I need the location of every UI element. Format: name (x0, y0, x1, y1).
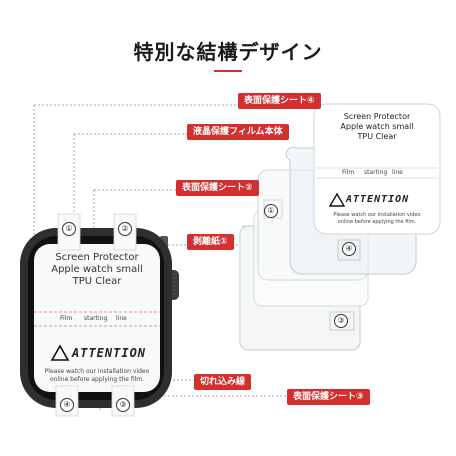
label-cut-line: 切れ込み線 (194, 374, 252, 390)
number-3-badge: ③ (116, 398, 130, 412)
card-starting-label: starting (364, 169, 388, 176)
label-surface-sheet-3: 表面保護シート③ (287, 389, 370, 405)
card-text-line1: Screen Protector (343, 112, 411, 121)
card-text-line3: TPU Clear (357, 132, 397, 141)
watch-text-line2: Apple watch small (51, 264, 143, 275)
watch-line-label: line (116, 315, 127, 322)
card-note-line2: online before applying the film. (337, 219, 417, 225)
watch-note-line2: online before applying the film. (49, 376, 145, 383)
label-release-paper-1: 剥離紙① (187, 234, 234, 250)
label-surface-sheet-2: 表面保護シート② (176, 180, 259, 196)
page-title: 特別な結構デザイン (133, 40, 323, 64)
card-line-label: line (392, 169, 403, 176)
watch-text-line3: TPU Clear (72, 276, 122, 287)
card-text-line2: Apple watch small (340, 122, 414, 131)
watch-attention-text: ATTENTION (72, 346, 147, 360)
number-1-badge: ① (62, 222, 76, 236)
watch-text-line1: Screen Protector (55, 252, 139, 263)
card-film-label: Film (342, 169, 355, 176)
title-underline (214, 70, 242, 72)
sheet-2-number-badge: ① (264, 204, 278, 218)
number-4-badge: ④ (60, 398, 74, 412)
lcd-film-number-badge: ④ (342, 242, 356, 256)
card-note-line1: Please watch our installation video (333, 212, 421, 218)
sheet-3-number-badge: ③ (334, 314, 348, 328)
watch-film-label: Film (60, 315, 73, 322)
label-lcd-film-body: 液晶保護フィルム本体 (187, 124, 289, 140)
watch-starting-label: starting (84, 315, 108, 322)
label-surface-sheet-4: 表面保護シート④ (238, 93, 321, 109)
number-2-badge: ② (118, 222, 132, 236)
card-attention-text: ATTENTION (346, 194, 410, 205)
watch-note-line1: Please watch our installation video (44, 368, 150, 375)
